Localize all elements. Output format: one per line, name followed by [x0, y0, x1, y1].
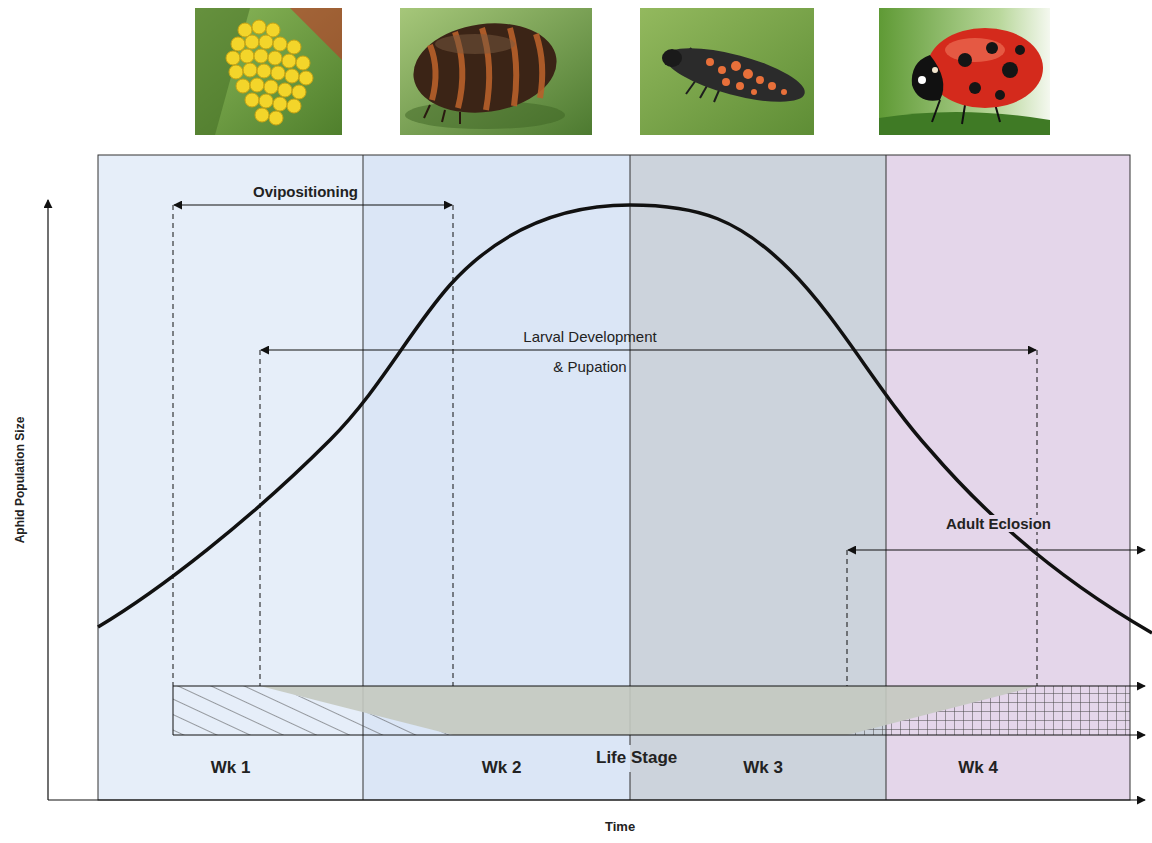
week-label: Wk 4: [958, 758, 998, 778]
week-band: Wk 4: [886, 155, 1130, 800]
pupa-photo: [400, 8, 592, 135]
band-divider: [630, 772, 631, 800]
week-band: Wk 2: [363, 155, 630, 800]
span-arrow: [848, 549, 1145, 550]
week-label: Wk 3: [743, 758, 783, 778]
bar-edge-arrow: [173, 735, 1145, 736]
egg-photo: [195, 8, 342, 135]
week-band: Wk 1: [98, 155, 363, 800]
life-stage-bar: Life Stage: [592, 746, 681, 770]
stage-label: Ovipositioning: [249, 183, 362, 200]
larva-photo: [640, 8, 814, 135]
bar-edge-arrow: [173, 686, 1145, 687]
adult-stage-grid: [847, 686, 1130, 735]
frame: [98, 155, 1130, 800]
band-divider: [630, 155, 631, 745]
axis-title: Time: [605, 819, 635, 834]
span-arrow: [174, 204, 452, 205]
x-axis: [48, 799, 1145, 800]
population-curve: [98, 205, 1152, 633]
axis-title: Aphid Population Size: [13, 417, 27, 544]
adult-photo: [879, 8, 1050, 135]
bar-edge: [173, 686, 174, 735]
stage-label: Adult Eclosion: [942, 515, 1055, 532]
stage-label: Larval Development & Pupation: [520, 322, 660, 382]
dashed-guides: [173, 205, 1037, 686]
y-axis: [47, 200, 48, 800]
week-label: Wk 1: [211, 758, 251, 778]
week-label: Wk 2: [482, 758, 522, 778]
week-band: Wk 3: [630, 155, 886, 800]
span-arrow: [261, 349, 1036, 350]
stage-caption: Life Stage: [596, 748, 677, 768]
